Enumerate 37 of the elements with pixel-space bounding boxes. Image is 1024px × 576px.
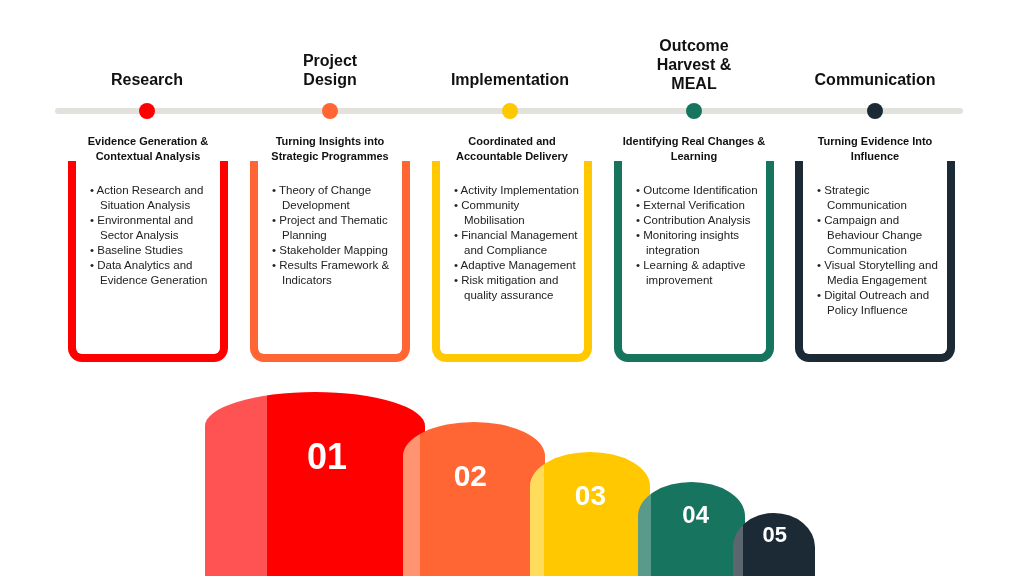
bullet-item: • Community Mobilisation [454,198,526,228]
stage-title: Outcome Harvest & MEAL [655,36,733,93]
bullet-item: • Action Research and Situation Analysis [90,183,205,213]
bullet-item: • Baseline Studies [90,243,184,258]
card-heading: Identifying Real Changes & Learning [622,134,766,164]
step-block: 05 [733,513,815,576]
stage-title: Implementation [449,70,571,89]
bullet-item: • Financial Management and Compliance [454,228,579,258]
card-heading: Turning Evidence Into Influence [816,134,934,164]
bullet-item: • Learning & adaptive improvement [636,258,747,288]
bullet-item: • Strategic Communication [817,183,908,213]
bullet-item: • Digital Outreach and Policy Influence [817,288,931,318]
bullet-item: • Visual Storytelling and Media Engagement [817,258,939,288]
step-block: 03 [530,452,650,576]
stage-title: Research [109,70,184,89]
bullet-item: • Outcome Identification [636,183,759,198]
bullet-item: • Project and Thematic Planning [272,213,389,243]
bullet-item: • External Verification [636,198,746,213]
bullet-item: • Data Analytics and Evidence Generation [90,258,209,288]
stage-title: Communication [813,70,937,89]
step-block: 01 [205,392,425,576]
bullet-item: • Activity Implementation [454,183,580,198]
bullet-item: • Results Framework & Indicators [272,258,391,288]
bullet-item: • Monitoring insights integration [636,228,741,258]
step-block: 04 [638,482,745,576]
card-heading: Coordinated and Accountable Delivery [455,134,569,164]
bullet-item: • Campaign and Behaviour Change Communication [817,213,924,258]
bullet-item: • Stakeholder Mapping [272,243,389,258]
bullet-item: • Theory of Change Development [272,183,373,213]
card-heading: Turning Insights into Strategic Programmes [270,134,390,164]
bullet-item: • Risk mitigation and quality assurance [454,273,560,303]
card-heading: Evidence Generation & Contextual Analysis [86,134,210,164]
step-block: 02 [403,422,545,576]
bullet-item: • Contribution Analysis [636,213,752,228]
bullet-item: • Adaptive Management [454,258,577,273]
bullet-item: • Environmental and Sector Analysis [90,213,195,243]
stage-title: Project Design [301,51,359,89]
